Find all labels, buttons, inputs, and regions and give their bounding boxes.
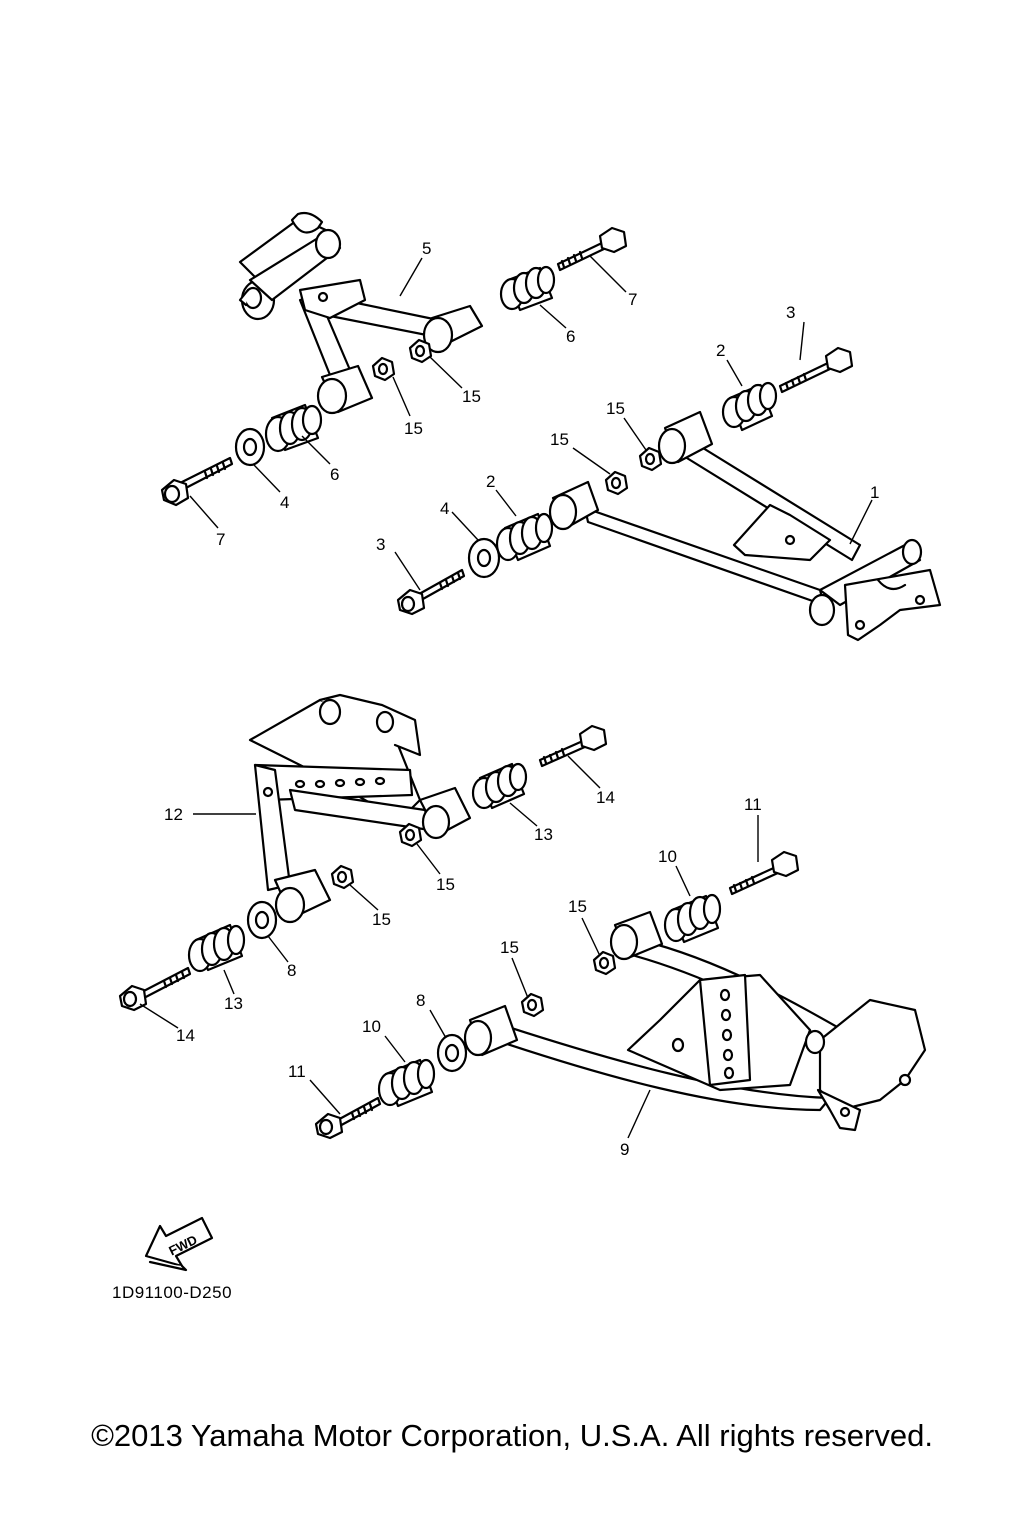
callout-12: 12 <box>164 805 183 824</box>
callout-2-upper: 2 <box>716 341 725 360</box>
washer-4-b <box>467 537 501 579</box>
bushing-13-b <box>187 923 246 973</box>
callout-6-lower: 6 <box>330 465 339 484</box>
lower-arm-right <box>463 910 927 1132</box>
callout-10-upper: 10 <box>658 847 677 866</box>
callout-2-lower: 2 <box>486 472 495 491</box>
bolt-upper-right <box>556 226 628 272</box>
washer-upper-left <box>234 427 266 467</box>
washer-8-a <box>246 900 278 940</box>
callout-5: 5 <box>422 239 431 258</box>
nut-15-e <box>398 822 423 848</box>
callout-11-upper: 11 <box>744 795 762 814</box>
bolt-3-a <box>778 346 854 394</box>
leader-lines <box>139 255 873 1139</box>
bushing-2-a <box>721 381 778 432</box>
nut-15-d <box>638 446 663 472</box>
callout-6-upper: 6 <box>566 327 575 346</box>
upper-arm-left <box>238 211 484 415</box>
callout-15-c: 15 <box>606 399 625 418</box>
callout-labels: 5 7 6 3 2 15 15 15 15 6 4 7 1 2 4 3 12 1… <box>164 239 879 1159</box>
callout-3-upper: 3 <box>786 303 795 322</box>
callout-7-lower: 7 <box>216 530 225 549</box>
bushing-2-b <box>495 512 554 562</box>
callout-1: 1 <box>870 483 879 502</box>
callout-8-left: 8 <box>287 961 296 980</box>
bushing-10-b <box>377 1058 436 1108</box>
callout-10-lower: 10 <box>362 1017 381 1036</box>
callout-15-g: 15 <box>568 897 587 916</box>
callout-15-h: 15 <box>500 938 519 957</box>
nut-15-c <box>604 470 629 496</box>
callout-15-d: 15 <box>550 430 569 449</box>
nut-15-b <box>408 338 433 364</box>
bolt-14-a <box>538 724 608 768</box>
bolt-14-b <box>118 966 192 1012</box>
callout-9: 9 <box>620 1140 629 1159</box>
bolt-upper-left <box>160 456 234 507</box>
bolt-11-b <box>314 1096 382 1140</box>
bolt-3-b <box>396 568 466 616</box>
callout-7-upper: 7 <box>628 290 637 309</box>
nut-15-g <box>592 950 617 976</box>
callout-15-a: 15 <box>404 419 423 438</box>
callout-3-lower: 3 <box>376 535 385 554</box>
copyright-notice: ©2013 Yamaha Motor Corporation, U.S.A. A… <box>91 1418 933 1453</box>
callout-15-e: 15 <box>436 875 455 894</box>
diagram-code: 1D91100-D250 <box>112 1283 233 1302</box>
bushing-upper-left <box>264 403 323 453</box>
callout-8-right: 8 <box>416 991 425 1010</box>
callout-14-lower: 14 <box>176 1026 195 1045</box>
bushing-upper-right <box>499 265 556 312</box>
callout-13-upper: 13 <box>534 825 553 844</box>
callout-15-f: 15 <box>372 910 391 929</box>
callout-4-right: 4 <box>440 499 449 518</box>
upper-arm-right <box>548 410 942 642</box>
callout-13-lower: 13 <box>224 994 243 1013</box>
forward-arrow-icon: FWD <box>144 1216 214 1272</box>
washer-8-b <box>436 1033 468 1073</box>
bolt-11-a <box>728 850 800 896</box>
nut-15-f <box>330 864 355 890</box>
lower-arm-left <box>248 693 472 924</box>
nut-15-h <box>520 992 545 1018</box>
callout-14-upper: 14 <box>596 788 615 807</box>
bushing-10-a <box>663 893 722 944</box>
callout-11-lower: 11 <box>288 1062 306 1081</box>
bushing-13-a <box>471 762 528 810</box>
callout-15-b: 15 <box>462 387 481 406</box>
callout-4-left: 4 <box>280 493 289 512</box>
nut-15-a <box>371 356 396 382</box>
